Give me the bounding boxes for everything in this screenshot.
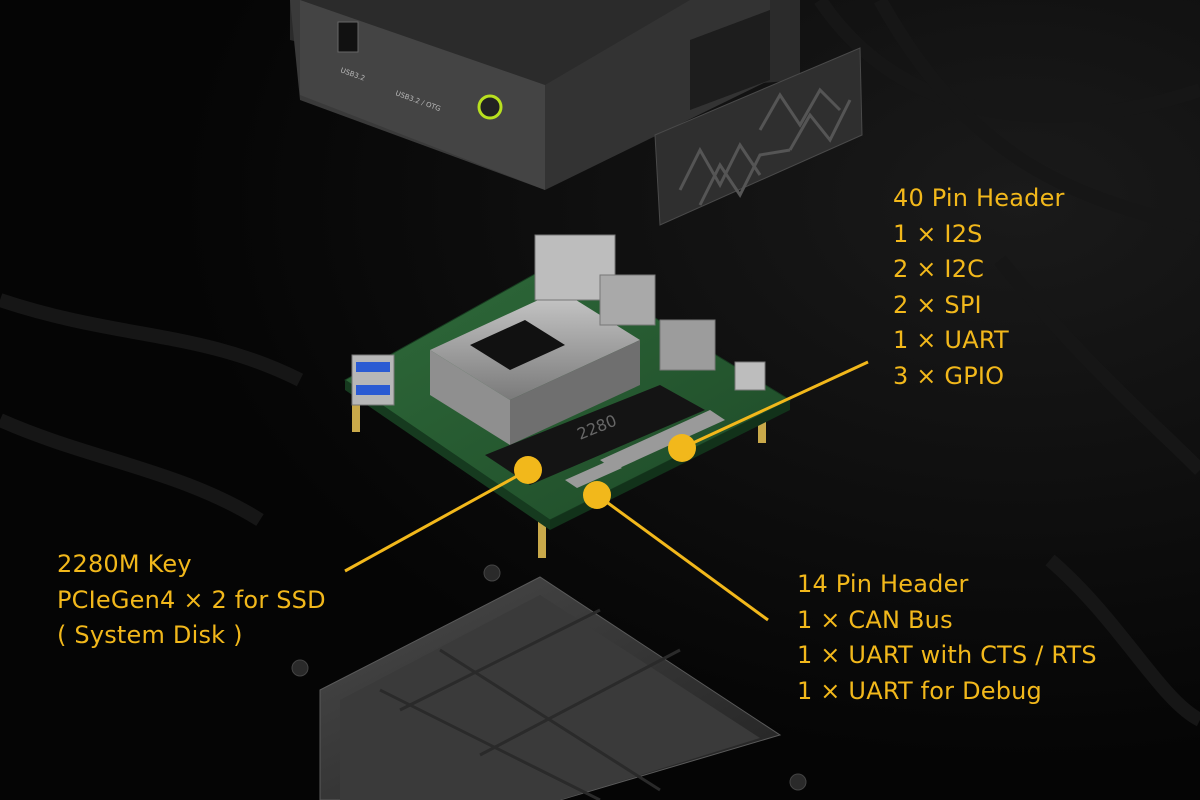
pin-header-40	[600, 410, 725, 470]
callout-40pin-title: 40 Pin Header	[893, 184, 1065, 212]
enclosure-bottom-tray	[319, 576, 782, 800]
background-waves	[0, 0, 1200, 727]
callout-14pin-item: 1 × UART for Debug	[797, 676, 1042, 705]
callout-dot-ssd	[514, 456, 542, 484]
callout-line-ssd	[344, 468, 529, 573]
antenna-connector-icon	[734, 361, 766, 391]
callout-40pin-item: 3 × GPIO	[893, 361, 1005, 390]
callout-line-14pin	[596, 493, 769, 622]
callout-14pin-item: 1 × UART with CTS / RTS	[797, 641, 1097, 669]
enclosure-top: USB3.2 USB3.2 / OTG	[290, 0, 800, 190]
callout-line-40pin	[681, 360, 869, 450]
callout-ssd-line: PCIeGen4 × 2 for SSD	[57, 585, 326, 614]
callout-40-pin-header: 40 Pin Header 1 × I2S 2 × I2C 2 × SPI 1 …	[893, 181, 1065, 394]
side-vent-panel	[654, 47, 863, 226]
pin-header-14	[565, 460, 622, 488]
callout-ssd-line: 2280M Key	[57, 550, 192, 578]
callout-ssd: 2280M Key PCIeGen4 × 2 for SSD ( System …	[57, 547, 326, 654]
soc-chip	[470, 320, 565, 370]
usb-port-icon	[337, 21, 359, 53]
screws	[291, 564, 807, 791]
callout-40pin-item: 1 × I2S	[893, 219, 983, 248]
callout-dot-14pin	[583, 481, 611, 509]
callout-14pin-item: 1 × CAN Bus	[797, 605, 953, 634]
callout-40pin-item: 1 × UART	[893, 326, 1009, 354]
callout-40pin-item: 2 × SPI	[893, 290, 982, 319]
power-button-icon	[477, 94, 503, 120]
callout-14pin-title: 14 Pin Header	[797, 570, 969, 598]
callout-ssd-line: ( System Disk )	[57, 621, 243, 649]
callout-lines	[344, 360, 869, 622]
callout-dot-40pin	[668, 434, 696, 462]
ssd-module	[485, 385, 705, 485]
callout-14-pin-header: 14 Pin Header 1 × CAN Bus 1 × UART with …	[797, 567, 1097, 709]
callout-40pin-item: 2 × I2C	[893, 255, 985, 283]
